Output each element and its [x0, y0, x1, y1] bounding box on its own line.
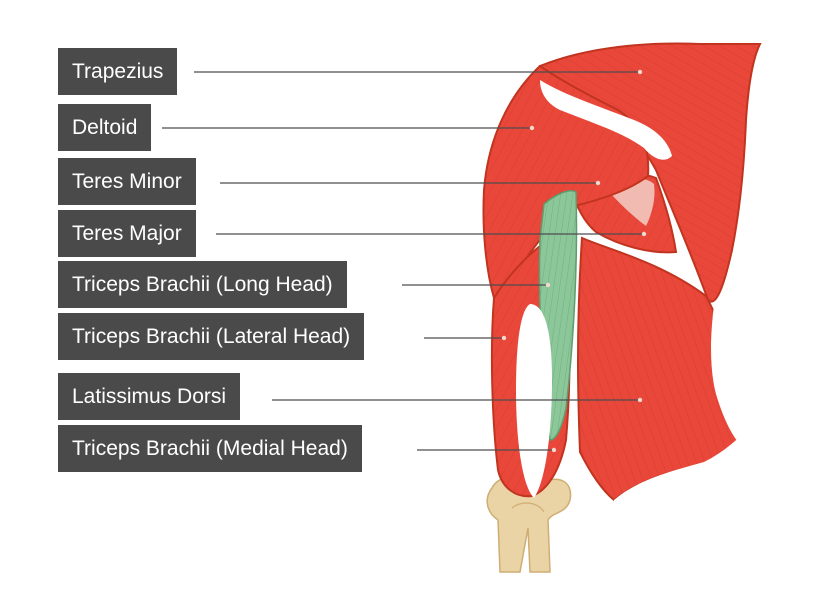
- torso-skin: [611, 44, 760, 572]
- scapular-spine: [540, 80, 672, 160]
- leader-lines: [162, 71, 644, 451]
- label-triceps-lateral-head: Triceps Brachii (Lateral Head): [58, 313, 365, 360]
- label-deltoid: Deltoid: [58, 104, 152, 151]
- label-triceps-long-head: Triceps Brachii (Long Head): [58, 261, 347, 308]
- label-triceps-medial-head: Triceps Brachii (Medial Head): [58, 425, 362, 472]
- label-teres-minor: Teres Minor: [58, 158, 196, 205]
- label-latissimus-dorsi: Latissimus Dorsi: [58, 373, 241, 420]
- pointer-dots: [501, 69, 647, 453]
- label-trapezius: Trapezius: [58, 48, 178, 95]
- label-teres-major: Teres Major: [58, 210, 196, 257]
